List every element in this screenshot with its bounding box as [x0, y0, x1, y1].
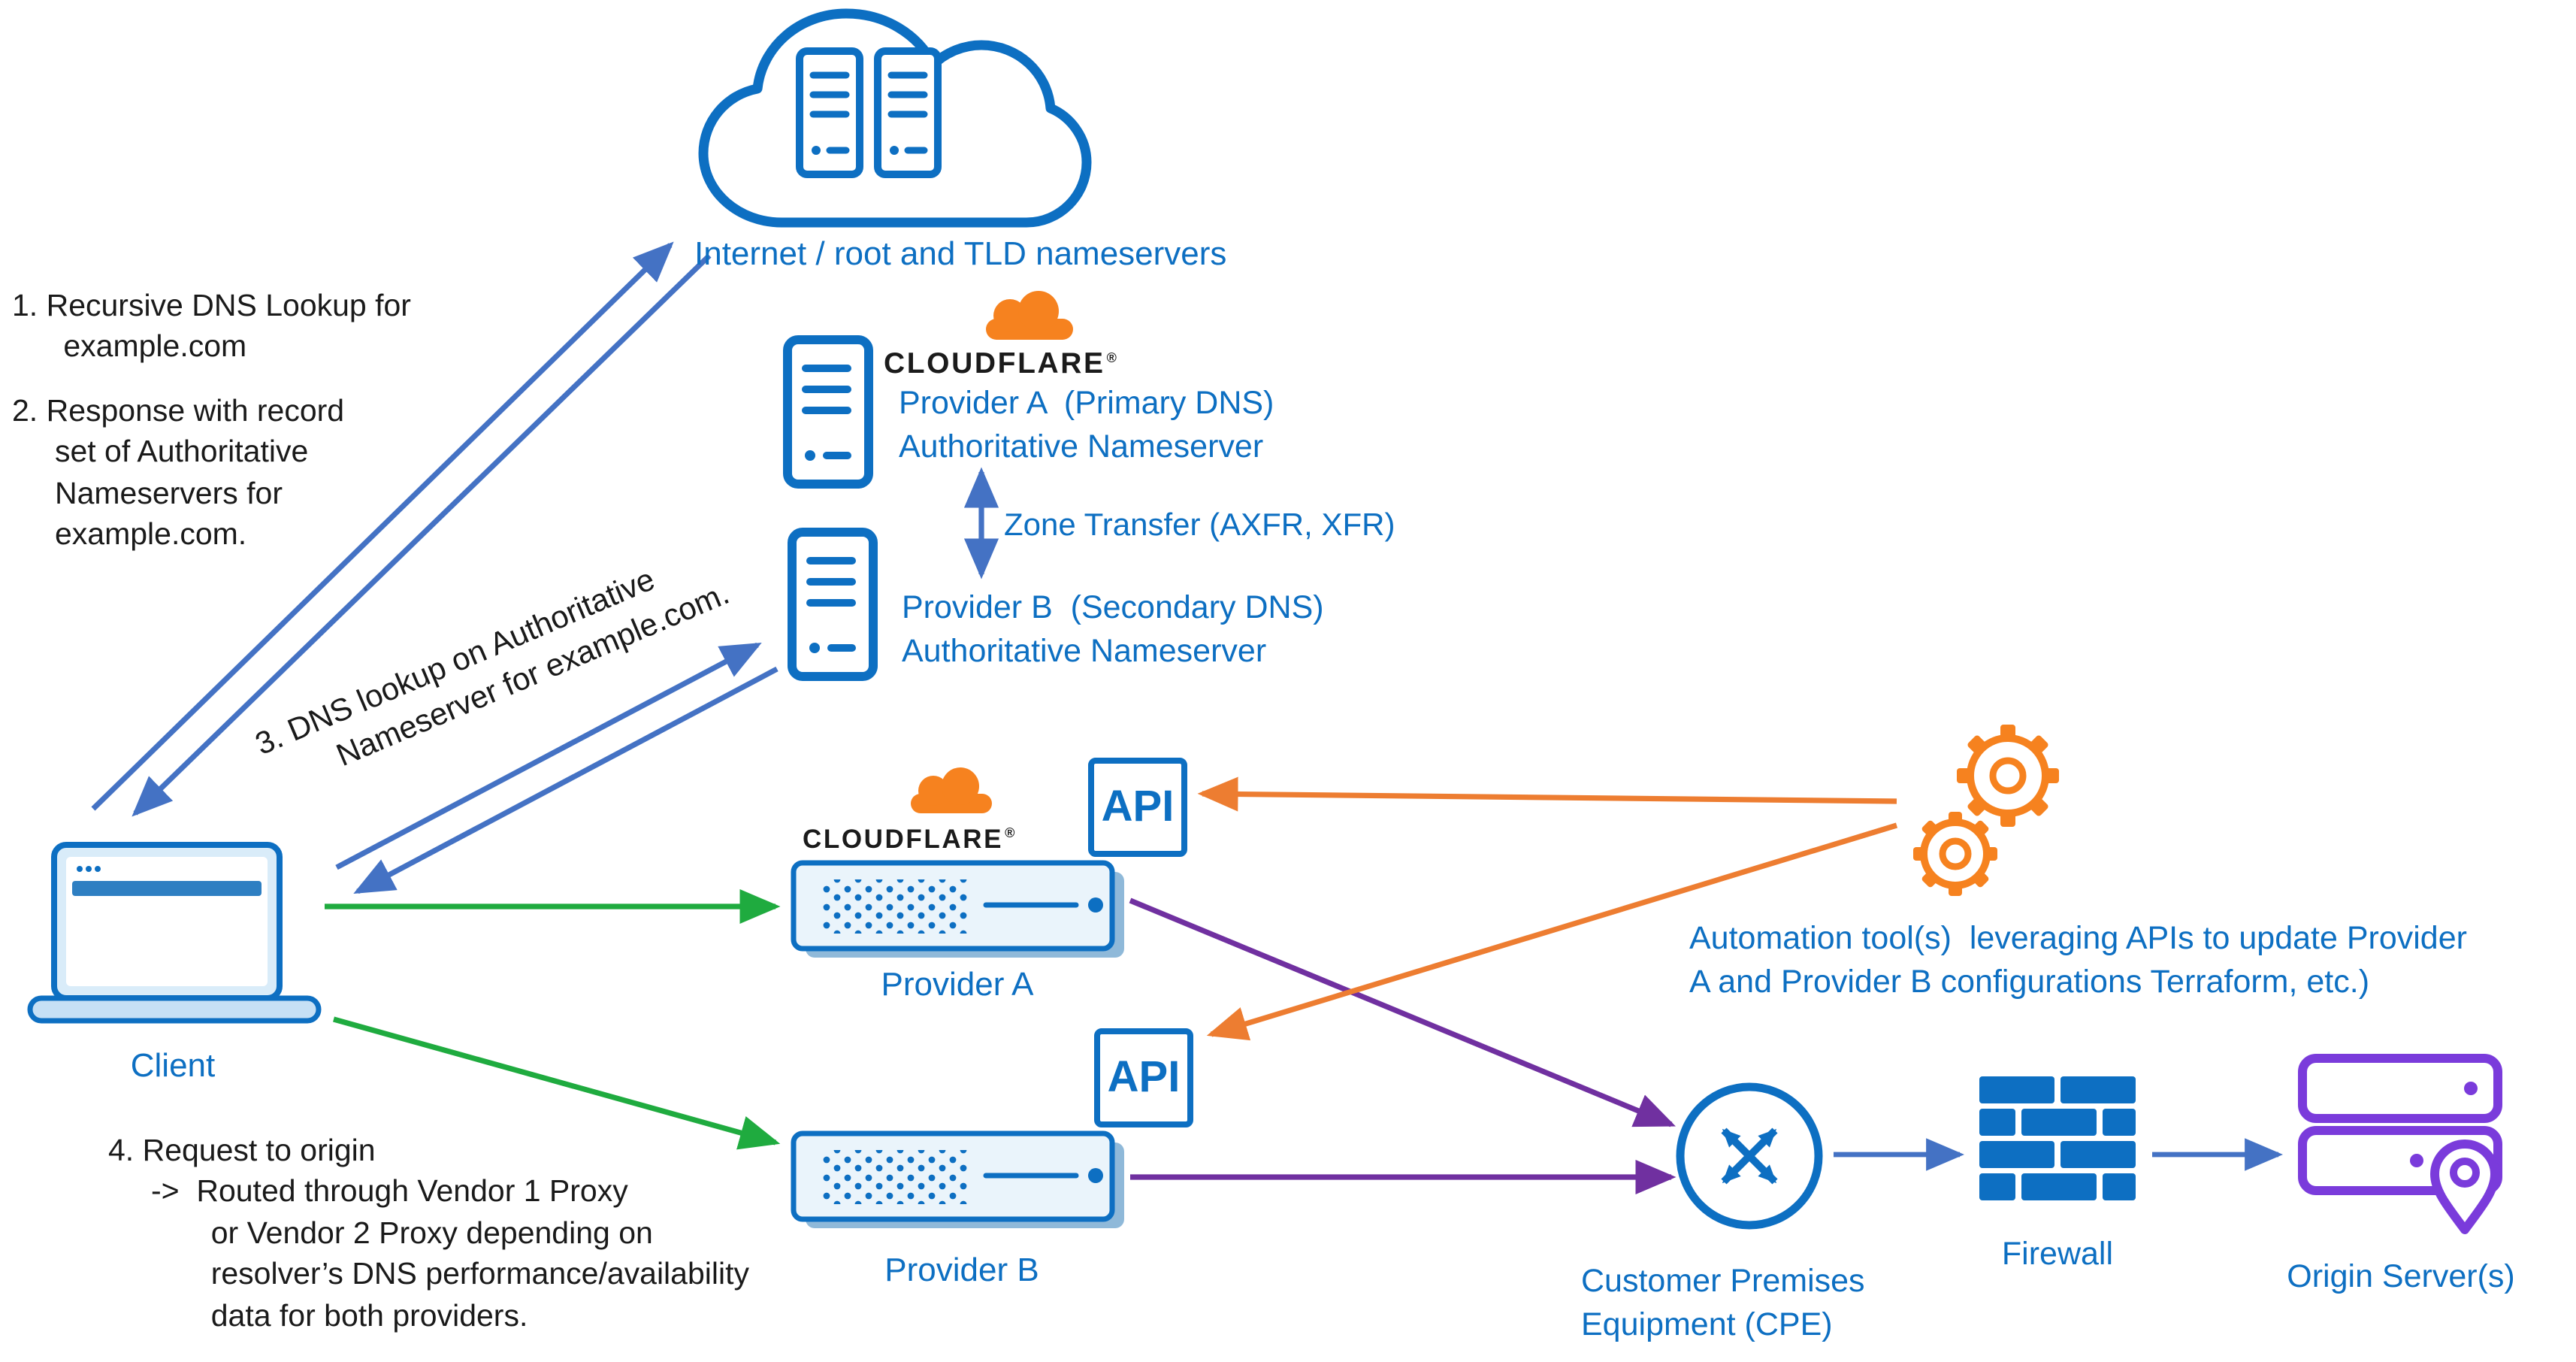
- provider-b-proxy-label: Provider B: [884, 1251, 1039, 1288]
- cpe-router-icon: [1676, 1082, 1823, 1230]
- location-pin-icon: [2430, 1140, 2499, 1234]
- cpe-label: Customer Premises Equipment (CPE): [1581, 1263, 1865, 1342]
- gear-icon: [1957, 725, 2059, 827]
- registered-mark: ®: [1005, 825, 1017, 840]
- rack-server-icon: [796, 47, 863, 178]
- provider-a-nameserver-label: Provider A (Primary DNS) Authoritative N…: [899, 385, 1274, 465]
- rack-server-icon: [874, 47, 942, 178]
- automation-label: Automation tool(s) leveraging APIs to up…: [1689, 920, 2467, 1000]
- annotation-step2: 2. Response with record set of Authorita…: [12, 394, 345, 552]
- provider-b-nameserver-icon: [788, 528, 878, 681]
- provider-a-nameserver-icon: [783, 335, 873, 489]
- provider-b-proxy-appliance-icon: [791, 1130, 1124, 1228]
- zone-transfer-label: Zone Transfer (AXFR, XFR): [1004, 508, 1395, 543]
- annotation-step4: 4. Request to origin -> Routed through V…: [108, 1133, 749, 1333]
- firewall-label: Firewall: [2001, 1236, 2114, 1272]
- arrow-authoritative-response: [353, 666, 779, 894]
- gears-icon: [1913, 725, 2059, 896]
- api-box-provider-a: API: [1088, 758, 1187, 857]
- arrow-api-update-provider-a: [1197, 776, 1897, 812]
- arrow-authoritative-lookup: [335, 642, 762, 870]
- provider-a-proxy-label: Provider A: [881, 965, 1034, 1003]
- cloudflare-cloud-icon: [911, 767, 992, 813]
- client-label: Client: [130, 1046, 216, 1084]
- internet-label: Internet / root and TLD nameservers: [694, 235, 1227, 272]
- cloudflare-wordmark: CLOUDFLARE®: [884, 347, 1119, 382]
- api-label: API: [1101, 782, 1175, 831]
- registered-mark: ®: [1106, 350, 1119, 365]
- origin-label: Origin Server(s): [2287, 1258, 2515, 1294]
- laptop-icon: [27, 842, 322, 1024]
- cloudflare-cloud-icon: [986, 291, 1073, 340]
- arrow-api-update-provider-b: [1206, 822, 1898, 1041]
- internet-cloud-icon: [698, 8, 1092, 228]
- origin-server-icon: [2298, 1054, 2502, 1234]
- arrow-request-provider-b: [333, 1016, 781, 1150]
- cloudflare-wordmark-text: CLOUDFLARE: [803, 824, 1004, 854]
- arrow-ns-response: [132, 253, 712, 817]
- provider-b-nameserver-label: Provider B (Secondary DNS) Authoritative…: [902, 589, 1324, 669]
- cloudflare-wordmark-text: CLOUDFLARE: [884, 347, 1105, 380]
- annotation-step1: 1. Recursive DNS Lookup for example.com: [12, 289, 411, 365]
- api-label: API: [1107, 1053, 1181, 1101]
- api-box-provider-b: API: [1094, 1028, 1193, 1127]
- provider-a-proxy-appliance-icon: [791, 860, 1124, 958]
- firewall-icon: [1979, 1076, 2136, 1200]
- cloudflare-wordmark: CLOUDFLARE®: [803, 824, 1017, 855]
- arrow-provider-a-to-cpe: [1129, 897, 1676, 1127]
- arrow-recursive-lookup: [91, 241, 674, 811]
- gear-icon: [1913, 812, 1997, 896]
